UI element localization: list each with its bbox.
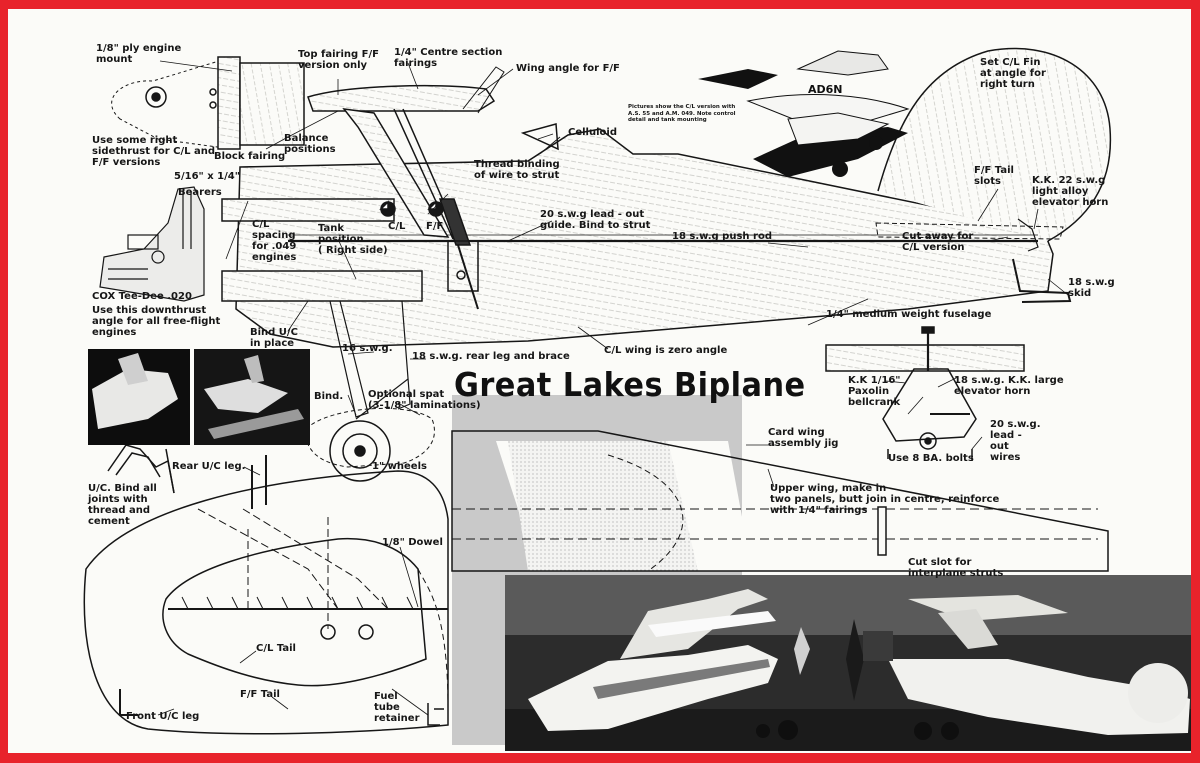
label-push-rod: 18 s.w.g push rod xyxy=(672,231,772,242)
label-elevator-horn: K.K. 22 s.w.g light alloy elevator horn xyxy=(1032,175,1109,208)
label-upper-wing: Upper wing, make in two panels, butt joi… xyxy=(770,483,1000,516)
leader-lines xyxy=(157,60,1069,716)
svg-text:AD6N: AD6N xyxy=(808,83,843,96)
label-cl-mark: C/L xyxy=(388,221,406,232)
label-optional-spat: Optional spat (3-1/8" laminations) xyxy=(368,389,481,411)
label-sidethrust: Use some right sidethrust for C/L and F/… xyxy=(92,135,215,168)
label-celluloid: Celluloid xyxy=(568,127,617,138)
top-photo-shapes: AD6N xyxy=(698,50,910,177)
label-ply-mount: 1/8" ply engine mount xyxy=(96,43,182,65)
label-leadout-guide: 20 s.w.g lead - out guide. Bind to strut xyxy=(540,209,651,231)
label-skid: 18 s.w.g skid xyxy=(1068,277,1115,299)
label-dowel: 1/8" Dowel xyxy=(382,537,443,548)
label-ff-tail-slots: F/F Tail slots xyxy=(974,165,1014,187)
label-balance: Balance positions xyxy=(284,133,336,155)
label-ba-bolts: Use 8 BA. bolts xyxy=(888,453,974,464)
label-uc-bind: U/C. Bind all joints with thread and cem… xyxy=(88,483,157,527)
engine-mount-drawing xyxy=(111,56,305,150)
cox-engine-drawing xyxy=(99,186,205,302)
label-leadout-wires: 20 s.w.g. lead - out wires xyxy=(990,419,1041,463)
label-fuel-tube: Fuel tube retainer xyxy=(374,691,420,724)
label-bearers: Bearers xyxy=(178,187,222,198)
label-cut-slot: Cut slot for interplane struts xyxy=(908,557,1004,579)
label-bind: Bind. xyxy=(314,391,344,402)
bellcrank-detail xyxy=(825,326,1025,461)
label-16-swg: 16 s.w.g. xyxy=(342,343,393,354)
label-ff-mark: F/F xyxy=(426,221,444,232)
label-card-jig: Card wing assembly jig xyxy=(768,427,839,449)
label-tank-position: Tank position ( Right side) xyxy=(318,223,388,256)
label-cl-spacing: C/L spacing for .049 engines xyxy=(252,219,297,263)
label-large-elevator-horn: 18 s.w.g. K.K. large elevator horn xyxy=(954,375,1064,397)
label-fuselage: 1/4" medium weight fuselage xyxy=(826,309,992,320)
uc-wire-detail xyxy=(107,444,175,494)
label-cox: COX Tee-Dee .020 xyxy=(92,291,192,302)
label-zero-angle: C/L wing is zero angle xyxy=(604,345,728,356)
label-downthrust: Use this downthrust angle for all free-f… xyxy=(92,305,221,338)
label-wheels: 1" wheels xyxy=(372,461,427,472)
label-front-uc: Front U/C leg xyxy=(126,711,200,722)
plan-drawing: AD6N xyxy=(83,47,1191,751)
label-cl-tail: C/L Tail xyxy=(256,643,296,654)
upper-wing-and-struts xyxy=(307,66,559,310)
photo-caption: Pictures show the C/L version with A.S. … xyxy=(628,104,736,123)
photo-montage-shapes xyxy=(505,575,1191,751)
label-rear-leg: 18 s.w.g. rear leg and brace xyxy=(412,351,570,362)
label-rear-uc: Rear U/C leg. xyxy=(172,461,246,472)
label-kk-paxolin: K.K 1/16" Paxolin bellcrank xyxy=(848,375,901,408)
label-bearers-size: 5/16" x 1/4" xyxy=(174,171,240,182)
label-block-fairing: Block fairing xyxy=(214,151,286,162)
fuselage-side-view xyxy=(221,47,1112,348)
label-cut-away: Cut away for C/L version xyxy=(902,231,974,253)
plan-title: Great Lakes Biplane xyxy=(454,365,806,404)
label-wing-angle: Wing angle for F/F xyxy=(516,63,620,74)
plan-sheet: AD6N Great Lakes Biplane Pictures show t… xyxy=(8,9,1191,753)
label-fin: Set C/L Fin at angle for right turn xyxy=(980,57,1046,90)
left-photo-shapes xyxy=(88,349,310,445)
tail-plan-view xyxy=(83,455,449,735)
undercarriage-side-view xyxy=(303,300,435,482)
label-thread-binding: Thread binding of wire to strut xyxy=(474,159,560,181)
label-bind-uc: Bind U/C in place xyxy=(250,327,298,349)
label-ff-tail: F/F Tail xyxy=(240,689,280,700)
label-top-fairing: Top fairing F/F version only xyxy=(298,49,379,71)
label-centre-fairings: 1/4" Centre section fairings xyxy=(394,47,503,69)
